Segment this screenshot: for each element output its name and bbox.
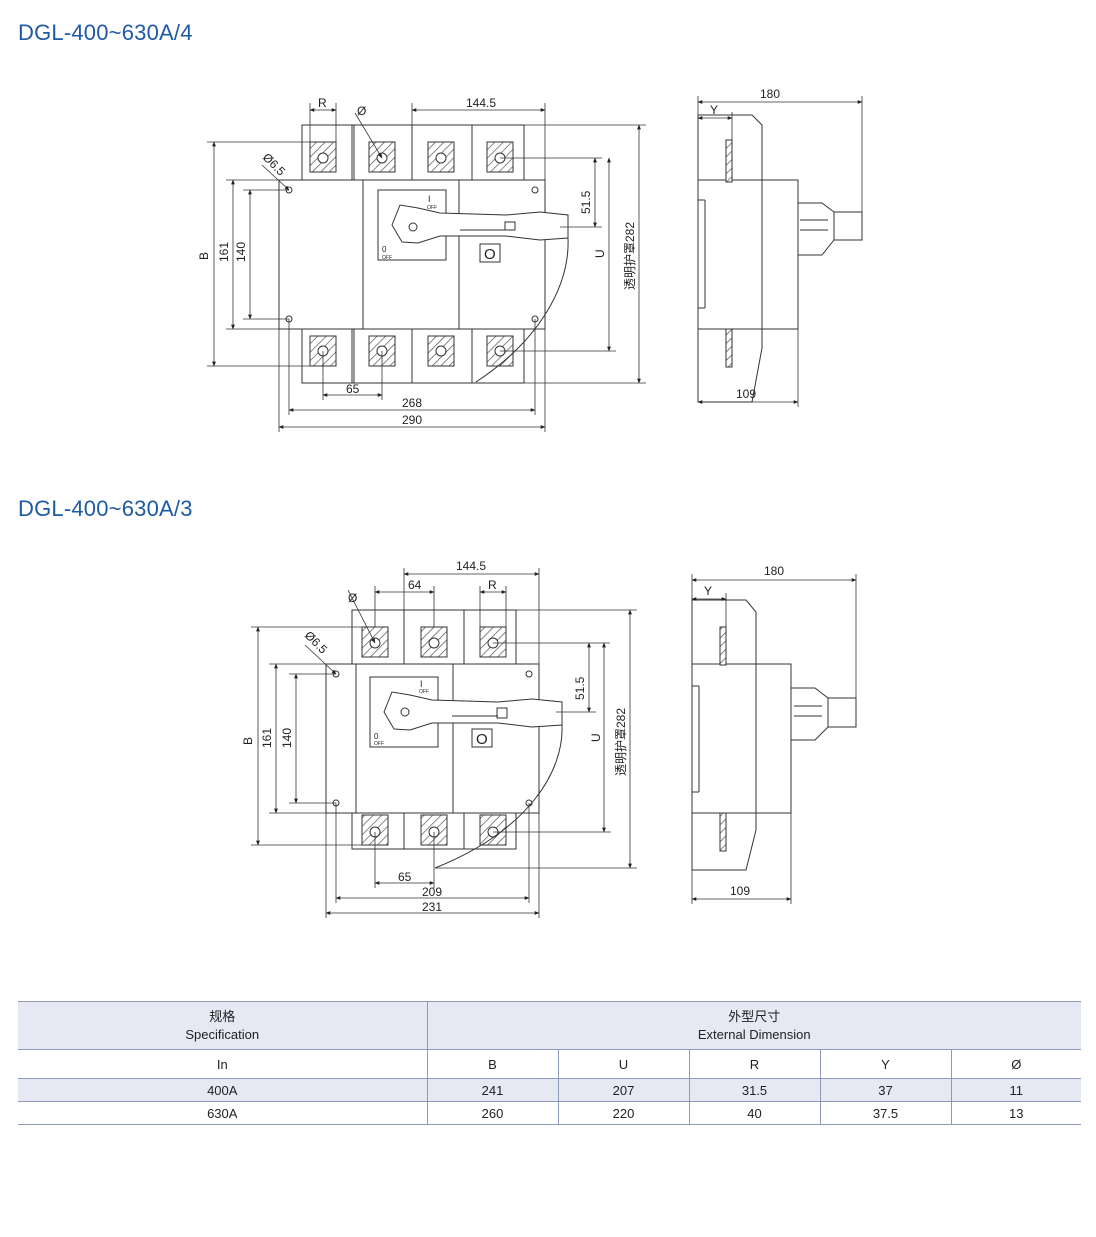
cell-in: 630A <box>18 1101 427 1125</box>
cell-y: 37 <box>819 1078 951 1102</box>
dim-144-5-3p: 144.5 <box>456 559 486 573</box>
cell-r: 31.5 <box>688 1078 820 1102</box>
dim-290-4p: 290 <box>402 413 422 427</box>
front-view-3p-labels: I OFF 0 OFF O <box>374 679 488 748</box>
handle-on-label-3p: I <box>420 679 423 689</box>
dim-r-4p: R <box>318 96 327 110</box>
side-view-4p <box>697 114 863 403</box>
cell-u: 220 <box>557 1101 689 1125</box>
dim-phi6-5-3p: Ø6.5 <box>302 628 331 657</box>
front-view-3p <box>325 609 563 869</box>
top-terminals-4p <box>309 141 514 173</box>
cell-y: 37.5 <box>819 1101 951 1125</box>
handle-zero-label-4p: 0 <box>382 245 387 254</box>
side-view-3p <box>691 599 857 871</box>
cell-phi: 11 <box>950 1078 1081 1102</box>
side-view-4p-dims <box>697 96 863 407</box>
handle-zero-label-3p: 0 <box>374 732 379 741</box>
cell-u: 207 <box>557 1078 689 1102</box>
cell-in: 400A <box>18 1078 427 1102</box>
side-180-4p: 180 <box>760 87 780 101</box>
dim-268-4p: 268 <box>402 396 422 410</box>
dim-209-3p: 209 <box>422 885 442 899</box>
dim-cover-3p: 透明护罩282 <box>614 708 628 776</box>
dimension-table: 规格 Specification 外型尺寸 External Dimension… <box>18 1001 1081 1125</box>
cell-b: 260 <box>426 1101 558 1125</box>
cell-b: 241 <box>426 1078 558 1102</box>
dim-51-5-4p: 51.5 <box>579 190 593 214</box>
front-view-4p <box>278 124 569 384</box>
front-view-3p-dims <box>251 568 637 918</box>
side-109-3p: 109 <box>730 884 750 898</box>
dim-231-3p: 231 <box>422 900 442 914</box>
spec-header-cn: 规格 <box>209 1008 236 1024</box>
table-row: 400A 241 207 31.5 37 11 <box>18 1078 1081 1102</box>
handle-off-small-3p: OFF <box>419 689 429 695</box>
dim-140-4p: 140 <box>234 242 248 262</box>
dim-51-5-3p: 51.5 <box>573 676 587 700</box>
dim-161-4p: 161 <box>217 242 231 262</box>
dim-b-4p: B <box>197 252 211 260</box>
front-view-3p-dim-text: 144.5 64 R Ø Ø6.5 51.5 B 161 140 U 透明护罩2… <box>241 559 628 914</box>
spec-header-en: Specification <box>185 1026 260 1042</box>
dim-65-3p: 65 <box>398 870 412 884</box>
side-180-3p: 180 <box>764 564 784 578</box>
column-header-in: In <box>18 1049 427 1079</box>
column-header-r: R <box>688 1049 820 1079</box>
dim-144-5-4p: 144.5 <box>466 96 496 110</box>
handle-o-mark-4p: O <box>484 246 496 263</box>
side-view-3p-dims <box>691 574 857 904</box>
side-y-3p: Y <box>704 584 712 598</box>
four-pole-title: DGL-400~630A/4 <box>18 20 193 45</box>
handle-off-small-4p: OFF <box>427 205 437 211</box>
handle-o-mark-3p: O <box>476 731 488 748</box>
dim-u-3p: U <box>589 733 603 742</box>
side-y-4p: Y <box>710 103 718 117</box>
dim-64-3p: 64 <box>408 578 422 592</box>
handle-off-small-3p-b: OFF <box>374 741 384 747</box>
three-pole-title: DGL-400~630A/3 <box>18 496 193 521</box>
column-header-b: B <box>426 1049 558 1079</box>
top-terminals-3p <box>361 626 507 658</box>
ext-header-en: External Dimension <box>697 1026 811 1042</box>
dim-phi6-5-4p: Ø6.5 <box>260 150 289 179</box>
dim-140-3p: 140 <box>280 728 294 748</box>
cell-r: 40 <box>688 1101 820 1125</box>
bottom-terminals-3p <box>361 814 507 846</box>
cell-phi: 13 <box>950 1101 1081 1125</box>
dim-phi-3p: Ø <box>348 591 357 605</box>
side-view-3p-text: 180 Y 109 <box>704 564 784 898</box>
dim-phi-4p: Ø <box>357 104 366 118</box>
dim-cover-4p: 透明护罩282 <box>623 222 637 290</box>
dim-u-4p: U <box>593 249 607 258</box>
front-view-4p-dims <box>207 103 646 432</box>
side-view-4p-text: 180 Y 109 <box>710 87 780 401</box>
technical-drawings: I OFF 0 OFF O <box>197 87 863 918</box>
side-109-4p: 109 <box>736 387 756 401</box>
handle-off-small-4p-b: OFF <box>382 255 392 261</box>
dim-b-3p: B <box>241 737 255 745</box>
spec-header: 规格 Specification <box>18 1001 427 1050</box>
front-view-4p-labels: I OFF 0 OFF O <box>382 194 496 263</box>
ext-header-cn: 外型尺寸 <box>728 1008 781 1024</box>
dim-161-3p: 161 <box>260 728 274 748</box>
dim-65-4p: 65 <box>346 382 360 396</box>
column-header-phi: Ø <box>950 1049 1081 1079</box>
table-row: 630A 260 220 40 37.5 13 <box>18 1101 1081 1125</box>
dim-r-3p: R <box>488 578 497 592</box>
ext-header: 外型尺寸 External Dimension <box>426 1001 1081 1050</box>
handle-on-label-4p: I <box>428 194 431 204</box>
bottom-terminals-4p <box>309 335 514 367</box>
column-header-u: U <box>557 1049 689 1079</box>
column-header-y: Y <box>819 1049 951 1079</box>
